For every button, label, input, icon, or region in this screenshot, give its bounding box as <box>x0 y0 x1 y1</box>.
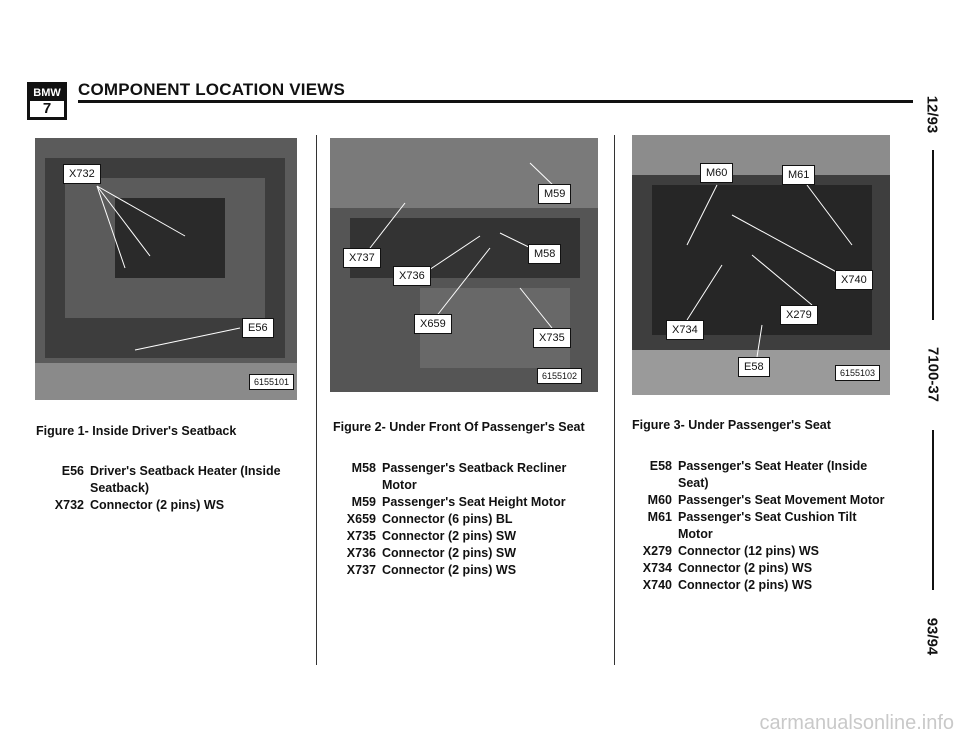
figure-1-caption-text: Inside Driver's Seatback <box>92 424 237 438</box>
sidebar-rule-2 <box>932 430 934 590</box>
callout-m58: M58 <box>528 244 562 264</box>
callout-x659: X659 <box>414 314 452 334</box>
figure-2-caption-text: Under Front Of Passenger's Seat <box>389 420 585 434</box>
figure-1-photo-graphic <box>35 138 297 400</box>
callout-e56: E56 <box>242 318 274 338</box>
header-rule <box>78 100 913 103</box>
callout-x279: X279 <box>780 305 818 325</box>
figure-2-photo: M59 X737 M58 X736 X659 X735 6155102 <box>330 138 598 392</box>
figure-2-image-number: 6155102 <box>537 368 583 384</box>
figure-1-photo: X732 E56 6155101 <box>35 138 297 400</box>
figure-3-caption: Figure 3- Under Passenger's Seat <box>632 418 831 432</box>
callout-x735: X735 <box>533 328 571 348</box>
sidebar-rule-1 <box>932 150 934 320</box>
callout-m60: M60 <box>700 163 734 183</box>
figure-1-caption-number: Figure 1- <box>36 424 89 438</box>
callout-e58: E58 <box>738 357 770 377</box>
watermark-link[interactable]: carmanualsonline.info <box>759 712 954 734</box>
callout-x737: X737 <box>343 248 381 268</box>
sidebar-model-year: 93/94 <box>923 617 941 656</box>
logo-bmw-text: BMW <box>30 85 64 101</box>
figure-2-caption: Figure 2- Under Front Of Passenger's Sea… <box>333 420 603 434</box>
callout-m61: M61 <box>782 165 816 185</box>
sidebar-page-number: 7100-37 <box>924 346 942 403</box>
column-divider-2 <box>614 135 615 665</box>
figure-3-caption-number: Figure 3- <box>632 418 685 432</box>
callout-x740: X740 <box>835 270 873 290</box>
figure-3-photo: M60 M61 X740 X279 X734 E58 6155103 <box>632 135 890 395</box>
figure-3-caption-text: Under Passenger's Seat <box>688 418 831 432</box>
sidebar-date: 12/93 <box>923 95 941 134</box>
callout-x736: X736 <box>393 266 431 286</box>
logo-series-number: 7 <box>42 100 52 117</box>
page-title: COMPONENT LOCATION VIEWS <box>78 80 346 99</box>
column-divider-1 <box>316 135 317 665</box>
callout-m59: M59 <box>538 184 572 204</box>
callout-x734: X734 <box>666 320 704 340</box>
figure-2-caption-number: Figure 2- <box>333 420 386 434</box>
figure-1-image-number: 6155101 <box>249 374 295 390</box>
figure-3-photo-graphic <box>632 135 890 395</box>
figure-1-caption: Figure 1- Inside Driver's Seatback <box>36 424 236 438</box>
figure-3-image-number: 6155103 <box>835 365 881 381</box>
bmw-7-logo: BMW 7 <box>27 82 67 120</box>
callout-x732: X732 <box>63 164 101 184</box>
